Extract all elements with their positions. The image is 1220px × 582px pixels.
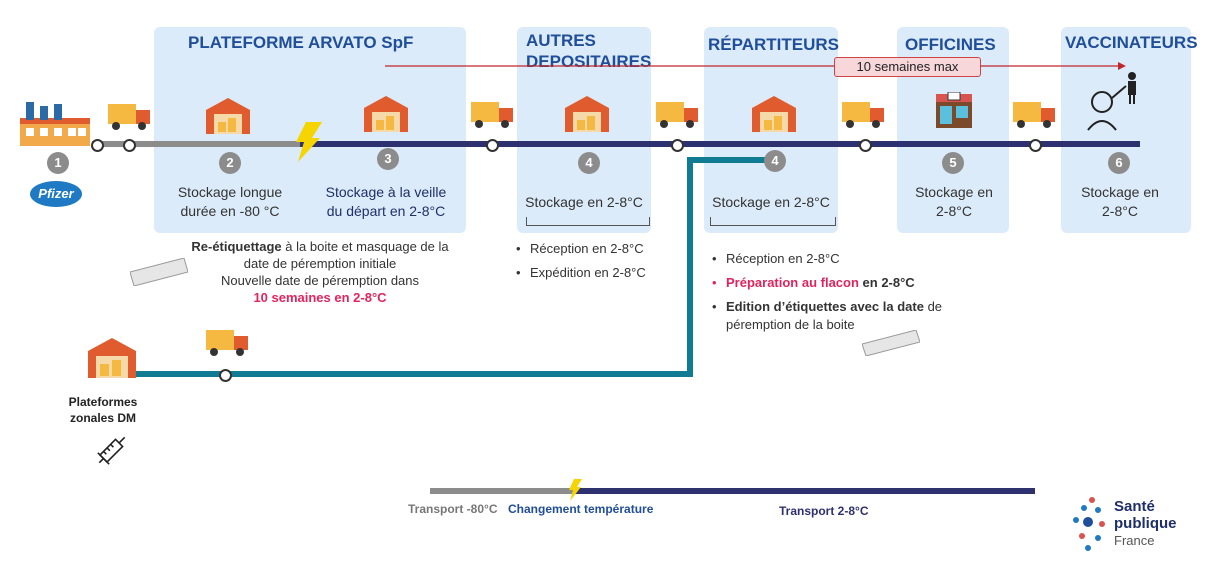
- truck-icon: [108, 104, 150, 130]
- storage-text-2: Stockage longue durée en -80 °C: [177, 184, 283, 219]
- storage-text-autres: Stockage en 2-8°C: [525, 194, 643, 210]
- note-bold: Re-étiquettage: [191, 239, 282, 254]
- warehouse-icon: [565, 96, 609, 132]
- line-dot: [671, 139, 684, 152]
- storage-text-vaccinateurs: Stockage en 2-8°C: [1081, 184, 1159, 219]
- column-vaccinateurs: [1061, 27, 1191, 233]
- bullet-item: Expédition en 2-8°C: [516, 261, 646, 285]
- note-line1: à la boite et masquage de la: [281, 239, 449, 254]
- header-vaccinateurs: VACCINATEURS: [1065, 33, 1198, 52]
- storage-text-officines: Stockage en 2-8°C: [915, 184, 993, 219]
- line-dot: [219, 369, 232, 382]
- header-repartiteurs: RÉPARTITEURS: [708, 35, 839, 54]
- syringe-icon: [97, 436, 126, 465]
- line-dot: [1029, 139, 1042, 152]
- step-1: 1: [47, 152, 69, 174]
- repartiteurs-bullet-list: Réception en 2-8°C Préparation au flacon…: [712, 247, 942, 334]
- factory-icon: [20, 102, 90, 146]
- sante-publique-logo: Santé publique France: [1114, 498, 1177, 549]
- header-officines: OFFICINES: [905, 35, 996, 54]
- bullet-item: Edition d’étiquettes avec la date de pére…: [712, 298, 942, 334]
- legend-cold: Transport 2-8°C: [779, 504, 869, 518]
- truck-icon: [206, 330, 248, 356]
- legend-minus80: Transport -80°C: [408, 502, 498, 516]
- truck-icon: [656, 102, 698, 128]
- step-4-autres: 4: [578, 152, 600, 174]
- bracket: [526, 217, 650, 226]
- bullet-line2: péremption de la boite: [726, 317, 855, 332]
- logo-line3: France: [1114, 533, 1155, 548]
- legend-change: Changement température: [508, 502, 654, 516]
- line-dot: [486, 139, 499, 152]
- max-duration-label: 10 semaines max: [834, 57, 981, 77]
- line-dot: [91, 139, 104, 152]
- step-6: 6: [1108, 152, 1130, 174]
- warehouse-icon: [88, 338, 136, 378]
- bullet-item: Réception en 2-8°C: [712, 247, 942, 271]
- truck-icon: [1013, 102, 1055, 128]
- bracket: [710, 217, 836, 226]
- bullet-item: Préparation au flacon en 2-8°C: [712, 271, 942, 295]
- warehouse-icon: [752, 96, 796, 132]
- pharmacy-icon: [936, 92, 972, 128]
- lightning-icon: [569, 479, 582, 501]
- bullet-item: Réception en 2-8°C: [516, 237, 646, 261]
- bullet-rest: de: [923, 299, 943, 314]
- storage-text-repartiteurs: Stockage en 2-8°C: [712, 194, 830, 210]
- header-arvato: PLATEFORME ARVATO SpF: [188, 33, 414, 52]
- step-3: 3: [377, 148, 399, 170]
- sante-publique-logo-icon: [1073, 497, 1105, 551]
- bullet-bold: Edition d’étiquettes avec la date: [726, 299, 924, 314]
- warehouse-icon: [206, 98, 250, 134]
- line-dot: [123, 139, 136, 152]
- logo-line1: Santé: [1114, 498, 1155, 515]
- plateformes-zonales-label: Plateformes zonales DM: [68, 395, 138, 425]
- storage-text-3: Stockage à la veille du départ en 2-8°C: [325, 184, 447, 219]
- note-line3: Nouvelle date de péremption dans: [220, 273, 420, 288]
- step-5: 5: [942, 152, 964, 174]
- step-4-repartiteurs: 4: [764, 150, 786, 172]
- warehouse-icon: [364, 96, 408, 132]
- logo-line2: publique: [1114, 515, 1177, 532]
- lightning-icon: [296, 122, 322, 162]
- pfizer-logo: Pfizer: [30, 181, 82, 207]
- label-sticker-icon: [130, 258, 188, 286]
- note-line2: date de péremption initiale: [243, 256, 397, 271]
- bullet-red: Préparation au flacon: [726, 275, 859, 290]
- note-line4: 10 semaines en 2-8°C: [253, 290, 387, 305]
- step-2: 2: [219, 152, 241, 174]
- autres-bullet-list: Réception en 2-8°C Expédition en 2-8°C: [516, 237, 646, 285]
- arvato-note: Re-étiquettage à la boite et masquage de…: [175, 238, 465, 306]
- line-dot: [859, 139, 872, 152]
- label-sticker-icon: [862, 330, 920, 356]
- doctor-icon: [1087, 72, 1136, 131]
- truck-icon: [471, 102, 513, 128]
- bullet-rest: en 2-8°C: [858, 275, 915, 290]
- truck-icon: [842, 102, 884, 128]
